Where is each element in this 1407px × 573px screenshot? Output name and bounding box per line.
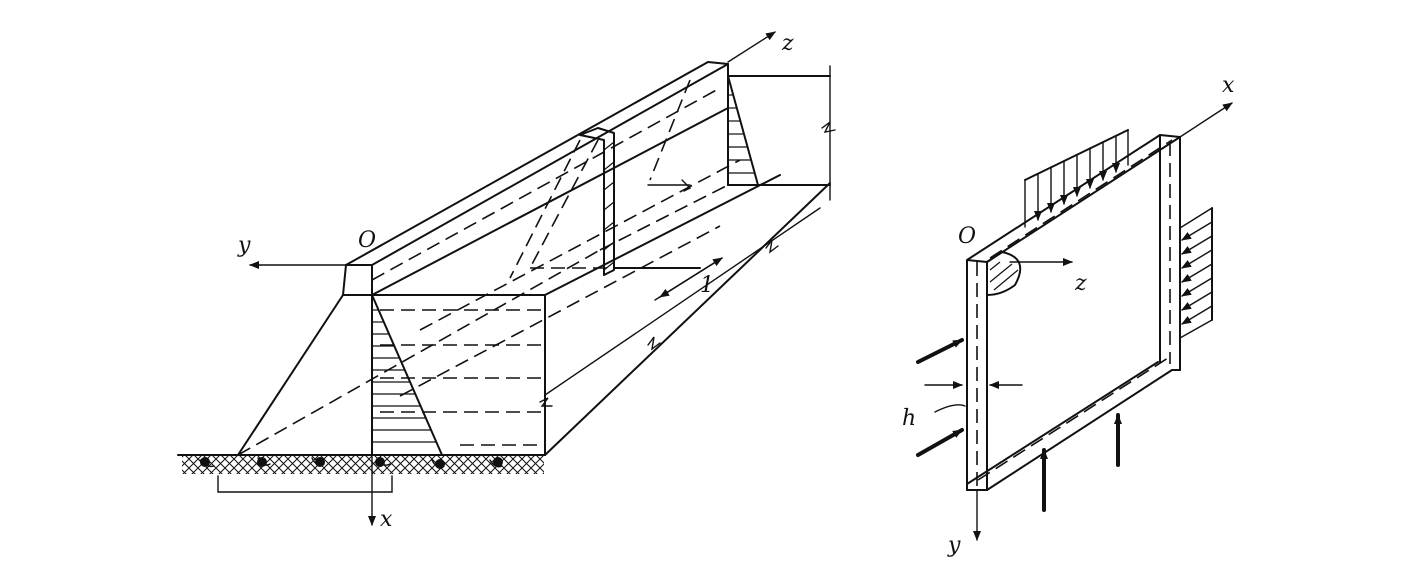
dam-extrusion	[237, 61, 729, 456]
ground-soil	[177, 454, 546, 493]
left-axes: z y x O	[237, 31, 794, 532]
right-figure: h x z y O	[902, 73, 1235, 558]
unit-slice	[509, 79, 701, 279]
water-body	[371, 65, 836, 456]
axis-z-label: z	[781, 31, 794, 56]
plate-axis-y-label: y	[947, 533, 961, 558]
plate-outline	[966, 134, 1181, 491]
in-plane-forces	[916, 338, 1122, 512]
dam-section	[237, 264, 373, 456]
thickness-label: h	[902, 406, 916, 431]
z-axis-arrow	[727, 31, 776, 63]
pressure-triangle-front	[371, 294, 443, 456]
axis-y-label: y	[237, 233, 251, 258]
origin-label: O	[358, 228, 376, 253]
pressure-triangle-back	[727, 75, 759, 186]
left-figure: 1 z y x O	[177, 31, 836, 532]
plate-axis-x-label: x	[1222, 73, 1235, 98]
plate-x-axis-arrow	[1179, 102, 1233, 138]
plate-axis-z-label: z	[1074, 271, 1087, 296]
unit-length-dimension: 1	[539, 207, 821, 407]
plate-origin-label: O	[958, 224, 976, 249]
axis-x-label: x	[380, 507, 393, 532]
plate-section-mark	[986, 251, 1022, 296]
thickness-dimension: h	[902, 381, 1023, 431]
right-axes: x z y O	[947, 73, 1235, 558]
load-right	[1179, 207, 1213, 339]
load-top	[1024, 129, 1129, 228]
